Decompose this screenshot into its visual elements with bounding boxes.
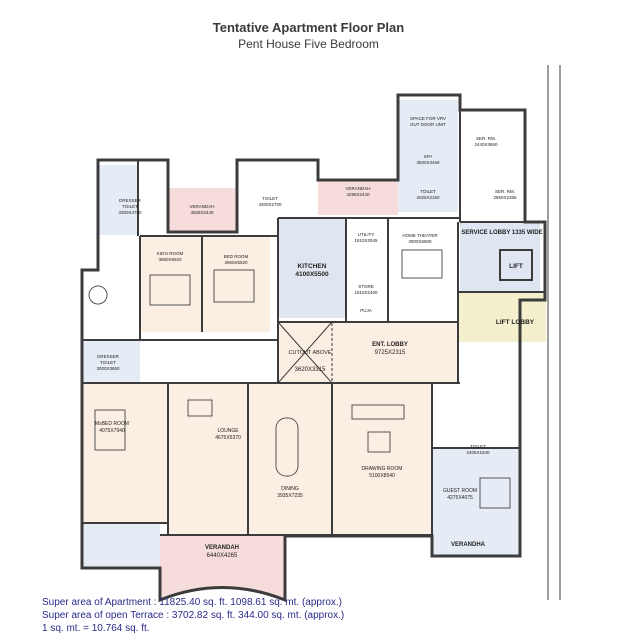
ser-rm1-label: SER. RM. bbox=[476, 136, 496, 141]
bed-label: BED ROOM bbox=[224, 254, 249, 259]
ser-rm2-label: SER. RM. bbox=[495, 189, 515, 194]
toilet-guest-dim: 2405X1540 bbox=[466, 450, 490, 455]
kids-label: KID'S ROOM bbox=[157, 251, 184, 256]
outer-wall bbox=[80, 93, 547, 603]
guest-label: GUEST ROOM bbox=[443, 488, 477, 494]
lounge-dim: 4675X5370 bbox=[215, 435, 241, 441]
drawing-dim: 5100X8540 bbox=[369, 473, 395, 479]
cutout-label: CUTOUT ABOVE bbox=[289, 350, 332, 356]
lift-lobby-label: LIFT LOBBY bbox=[496, 319, 535, 326]
kitchen-fill bbox=[278, 218, 346, 318]
bottom-balcony-fill bbox=[82, 523, 160, 568]
pooja-label: PUJA bbox=[360, 308, 372, 313]
verandah-main-label: VERANDAH bbox=[205, 545, 239, 551]
drawing-sofa bbox=[351, 404, 405, 420]
lounge-table bbox=[187, 399, 213, 417]
footer-line-1: Super area of Apartment : 11825.40 sq. f… bbox=[42, 597, 342, 608]
ser-rm2-dim: 2650X2355 bbox=[493, 195, 517, 200]
cutout-dim: 3620X3315 bbox=[295, 367, 326, 373]
utility-dim: 1810X2945 bbox=[354, 238, 378, 243]
cutout-diag2 bbox=[277, 321, 333, 384]
lounge-label: LOUNGE bbox=[217, 428, 239, 434]
master-label: MsBED ROOM bbox=[95, 421, 129, 427]
dresser1-label2: TOILET bbox=[122, 204, 138, 209]
lift-label: LIFT bbox=[509, 263, 523, 270]
page-subtitle: Pent House Five Bedroom bbox=[238, 37, 379, 51]
spa-dim: 3500X3469 bbox=[416, 160, 440, 165]
store-dim: 1810X2400 bbox=[354, 290, 378, 295]
bed-dim: 3960X5920 bbox=[224, 260, 248, 265]
dresser2-fill bbox=[82, 340, 140, 382]
dresser2-dim: 3000X3650 bbox=[96, 366, 120, 371]
theater-sofa bbox=[401, 249, 443, 279]
spa-label: SPA bbox=[424, 154, 433, 159]
verandah-top1-fill bbox=[168, 188, 237, 232]
lounge-fill bbox=[168, 383, 248, 535]
drawing-table bbox=[367, 431, 391, 453]
labels: KITCHEN 4100X5500 ENT. LOBBY 9725X2315 C… bbox=[95, 116, 543, 559]
walls bbox=[80, 65, 561, 603]
guest-fill bbox=[432, 448, 520, 536]
service-lobby-label: SERVICE LOBBY 1335 WIDE bbox=[461, 230, 542, 236]
guest-bed bbox=[479, 477, 511, 509]
dresser1-dim: 3300X4760 bbox=[118, 210, 142, 215]
lift-shaft bbox=[499, 249, 533, 281]
ent-lobby-fill bbox=[278, 322, 458, 384]
drawing-label: DRAWING ROOM bbox=[362, 466, 403, 472]
bed-fill bbox=[202, 236, 270, 332]
footer-line-2: Super area of open Terrace : 3702.82 sq.… bbox=[42, 610, 345, 621]
cutout-box bbox=[277, 321, 333, 384]
kitchen-dim: 4100X5500 bbox=[295, 271, 329, 278]
dining-dim: 3935X7235 bbox=[277, 493, 303, 499]
guest-dim: 4275X4075 bbox=[447, 495, 473, 501]
kids-bed bbox=[149, 274, 191, 306]
jacuzzi bbox=[88, 285, 108, 305]
kids-dim: 3660X5920 bbox=[158, 257, 182, 262]
master-dim: 4075X7940 bbox=[99, 428, 125, 434]
master-bed bbox=[94, 409, 126, 451]
home-theater-dim: 3900X5900 bbox=[408, 239, 432, 244]
ser-rm1-dim: 2440X3660 bbox=[474, 142, 498, 147]
kitchen-label: KITCHEN bbox=[298, 263, 327, 270]
verandah-top2-fill bbox=[318, 180, 398, 215]
space-out-label2: OUT DOOR UNIT bbox=[410, 122, 446, 127]
dresser2-label2: TOILET bbox=[100, 360, 116, 365]
verandah-top1-label: VERANDAH bbox=[189, 204, 214, 209]
verandah-right-fill bbox=[432, 536, 520, 556]
home-theater-label: HOME THEATER bbox=[402, 233, 438, 238]
toilet-guest-label: TOILET bbox=[470, 444, 486, 449]
dining-table bbox=[275, 417, 299, 477]
verandah-right-label: VERANDHA bbox=[451, 542, 486, 548]
verandah-top2-dim: 4295X2440 bbox=[346, 192, 370, 197]
toilet1-dim: 4200X2700 bbox=[258, 202, 282, 207]
master-fill bbox=[82, 383, 168, 523]
dresser1-label: DRESSER bbox=[119, 198, 142, 203]
verandah-main-fill bbox=[160, 535, 285, 600]
verandah-top1-dim: 4825X2440 bbox=[190, 210, 214, 215]
drawing-fill bbox=[332, 383, 432, 535]
toilet-left-fill bbox=[98, 165, 138, 235]
furniture bbox=[88, 249, 511, 509]
space-out-label: SPACE FOR VRV bbox=[410, 116, 446, 121]
store-label: STORE bbox=[358, 284, 373, 289]
ent-lobby-dim: 9725X2315 bbox=[375, 350, 406, 356]
toilet-area-fill bbox=[398, 100, 458, 212]
dining-fill bbox=[248, 383, 332, 535]
terrace-fills bbox=[82, 100, 546, 600]
toilet1-label: TOILET bbox=[262, 196, 278, 201]
dresser2-label: DRESSER bbox=[97, 354, 120, 359]
footer-line-3: 1 sq. mt. = 10.764 sq. ft. bbox=[42, 623, 150, 634]
ent-lobby-label: ENT. LOBBY bbox=[372, 342, 408, 348]
toilet2-dim: 2025X2150 bbox=[416, 195, 440, 200]
verandah-top2-label: VERANDAH bbox=[345, 186, 370, 191]
toilet2-label: TOILET bbox=[420, 189, 436, 194]
dining-label: DINING bbox=[281, 486, 299, 492]
verandah-main-dim: 6440X4265 bbox=[207, 553, 238, 559]
page-title: Tentative Apartment Floor Plan bbox=[212, 20, 405, 35]
utility-label: UTILITY bbox=[358, 232, 375, 237]
bed-bed bbox=[213, 269, 255, 303]
